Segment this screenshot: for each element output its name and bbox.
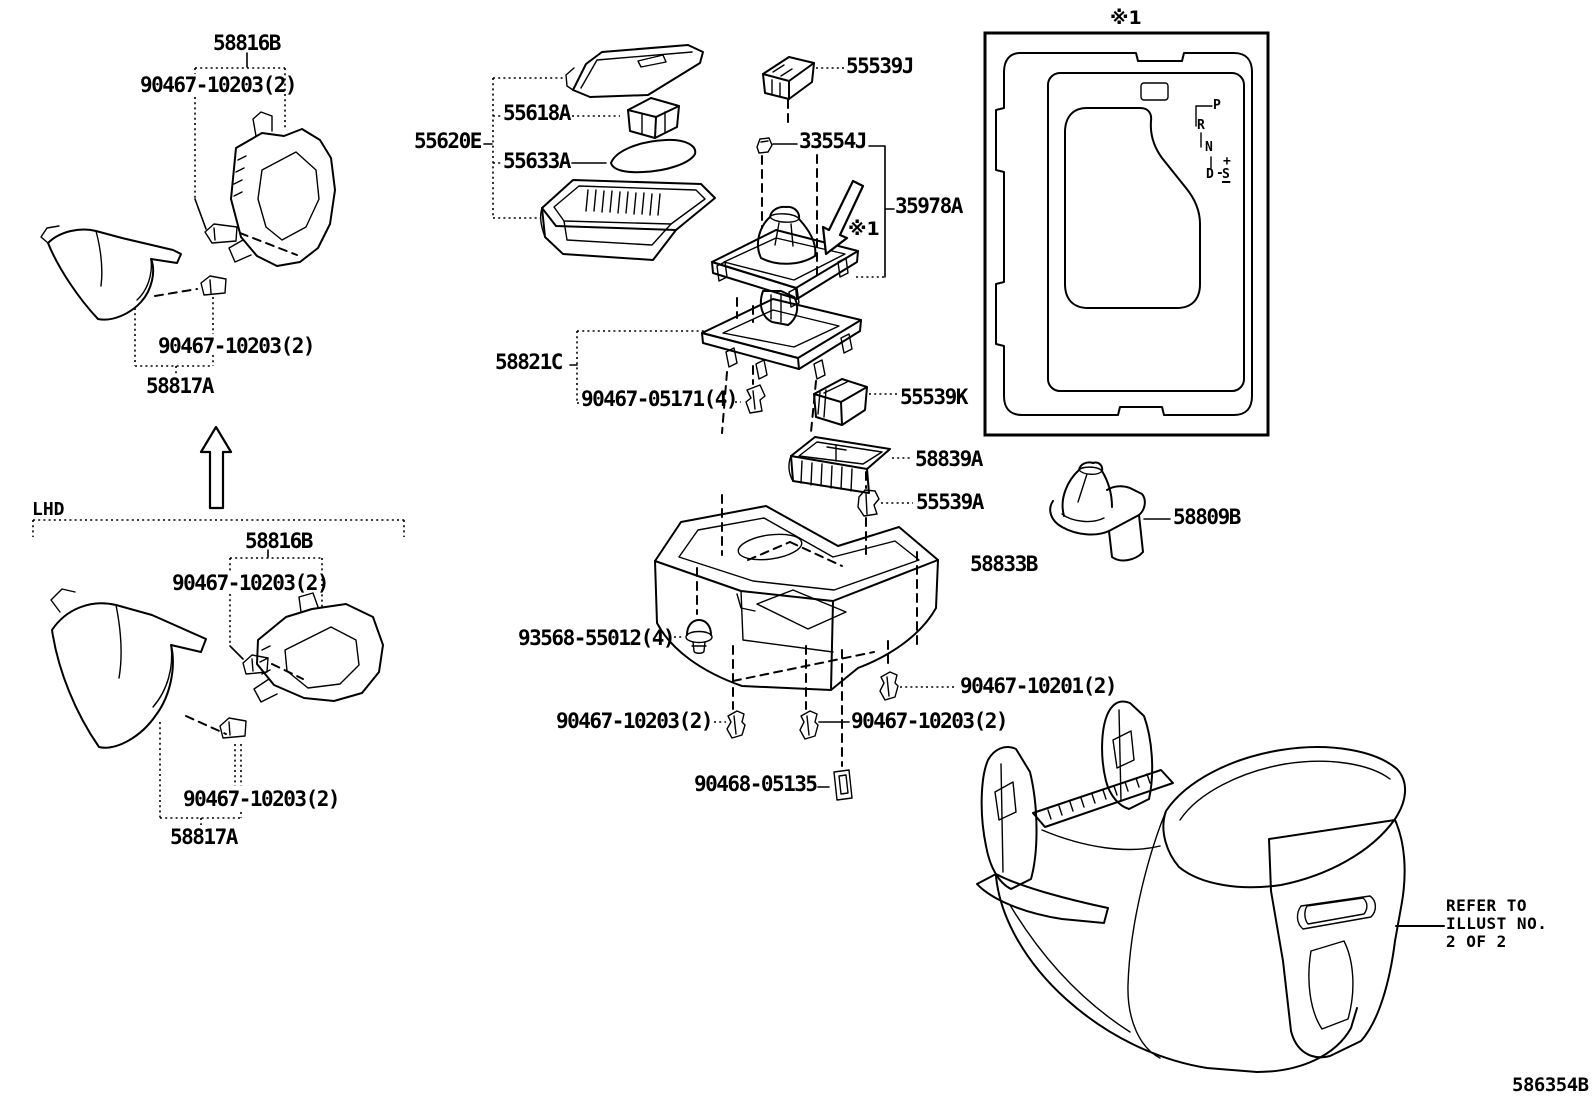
shift-gate-s: S [1222,167,1230,183]
inset-marker-note: ※1 [1110,7,1142,29]
shift-gate-minus: − [1223,175,1231,190]
part-label-90467-10203-top-1[interactable]: 90467-10203(2) [140,73,298,97]
part-label-55618a[interactable]: 55618A [503,101,571,125]
shift-gate-d: D [1206,167,1214,182]
part-clip-10203-right-drawing [799,710,819,740]
up-arrow-icon [199,425,233,510]
part-clip-90467-bottom-2-drawing [219,717,247,739]
part-55633a-mat-drawing [610,138,697,174]
part-58821c-frame-drawing [701,298,862,380]
part-35978a-shift-boot-drawing [711,205,859,326]
refer-note-line1: REFER TO [1446,896,1528,915]
part-label-35978a[interactable]: 35978A [895,194,963,218]
part-label-58816b-top[interactable]: 58816B [213,31,281,55]
part-55539j-switch-drawing [762,56,815,100]
shift-gate-p: P [1213,98,1221,113]
arrow-marker-note: ※1 [848,218,880,240]
part-clip-90467-05171-drawing [745,384,766,414]
part-58809b-boot-drawing [1049,461,1146,562]
part-label-90467-10203-bottom-1[interactable]: 90467-10203(2) [172,571,330,595]
part-label-58833b[interactable]: 58833B [970,552,1038,576]
part-label-58839a[interactable]: 58839A [915,447,983,471]
part-label-93568-55012[interactable]: 93568-55012(4) [518,626,676,650]
part-label-90468-05135[interactable]: 90468-05135 [694,772,818,796]
part-label-90467-10203-top-2[interactable]: 90467-10203(2) [158,334,316,358]
lhd-bracket-line [32,519,405,537]
part-55539a-clip-drawing [857,489,880,517]
part-33554j-clip-drawing [756,137,773,154]
part-label-58816b-bottom[interactable]: 58816B [245,529,313,553]
shift-gate-n: N [1205,140,1213,155]
part-55620e-lid-drawing [565,44,704,98]
region-note-lhd: LHD [32,499,65,520]
pointer-arrow-icon [821,179,865,256]
part-clip-10203-left-drawing [726,710,746,739]
part-58816b-bracket-bottom-drawing [253,592,384,703]
part-55620e-tray-drawing [540,179,716,261]
part-label-55633a[interactable]: 55633A [503,149,571,173]
part-label-55620e[interactable]: 55620E [414,129,482,153]
part-58816b-bracket-top-drawing [228,111,336,267]
part-58817a-panel-top-drawing [40,225,182,321]
part-93568-screw-drawing [685,619,713,654]
part-clip-90467-bottom-1-drawing [242,654,269,675]
rear-console-assembly-drawing [976,700,1406,1073]
part-label-33554j[interactable]: 33554J [799,129,867,153]
shift-gate-dash: - [1216,166,1224,181]
part-label-90467-10203-bottom-2[interactable]: 90467-10203(2) [183,787,341,811]
part-90468-plate-drawing [833,769,853,801]
part-55539k-box-drawing [813,378,868,426]
refer-note-line3: 2 OF 2 [1446,932,1507,951]
part-label-90467-10201[interactable]: 90467-10201(2) [960,674,1118,698]
part-58817a-panel-bottom-drawing [50,588,207,749]
part-label-90467-10203-right[interactable]: 90467-10203(2) [851,709,1009,733]
refer-note-line2: ILLUST NO. [1446,914,1548,933]
part-label-58821c[interactable]: 58821C [495,350,563,374]
shift-gate-plus: + [1223,154,1231,169]
part-label-58817a-top[interactable]: 58817A [146,374,214,398]
inset-shift-panel-box [983,31,1270,437]
part-58839a-tray-drawing [788,436,891,494]
part-label-55539k[interactable]: 55539K [900,385,968,409]
shift-gate-r: R [1197,118,1205,133]
part-clip-90467-top-2-drawing [200,275,227,296]
diagram-code: 586354B [1512,1074,1589,1096]
part-label-58809b[interactable]: 58809B [1173,505,1241,529]
part-label-58817a-bottom[interactable]: 58817A [170,825,238,849]
part-label-55539j[interactable]: 55539J [846,54,914,78]
part-label-55539a[interactable]: 55539A [916,490,984,514]
part-label-90467-05171[interactable]: 90467-05171(4) [581,387,739,411]
part-label-90467-10203-left[interactable]: 90467-10203(2) [556,709,714,733]
part-clip-10201-drawing [879,671,899,701]
part-58833b-console-drawing [654,505,939,691]
part-clip-90467-top-1-drawing [204,223,238,244]
part-55618a-holder-drawing [627,97,680,139]
